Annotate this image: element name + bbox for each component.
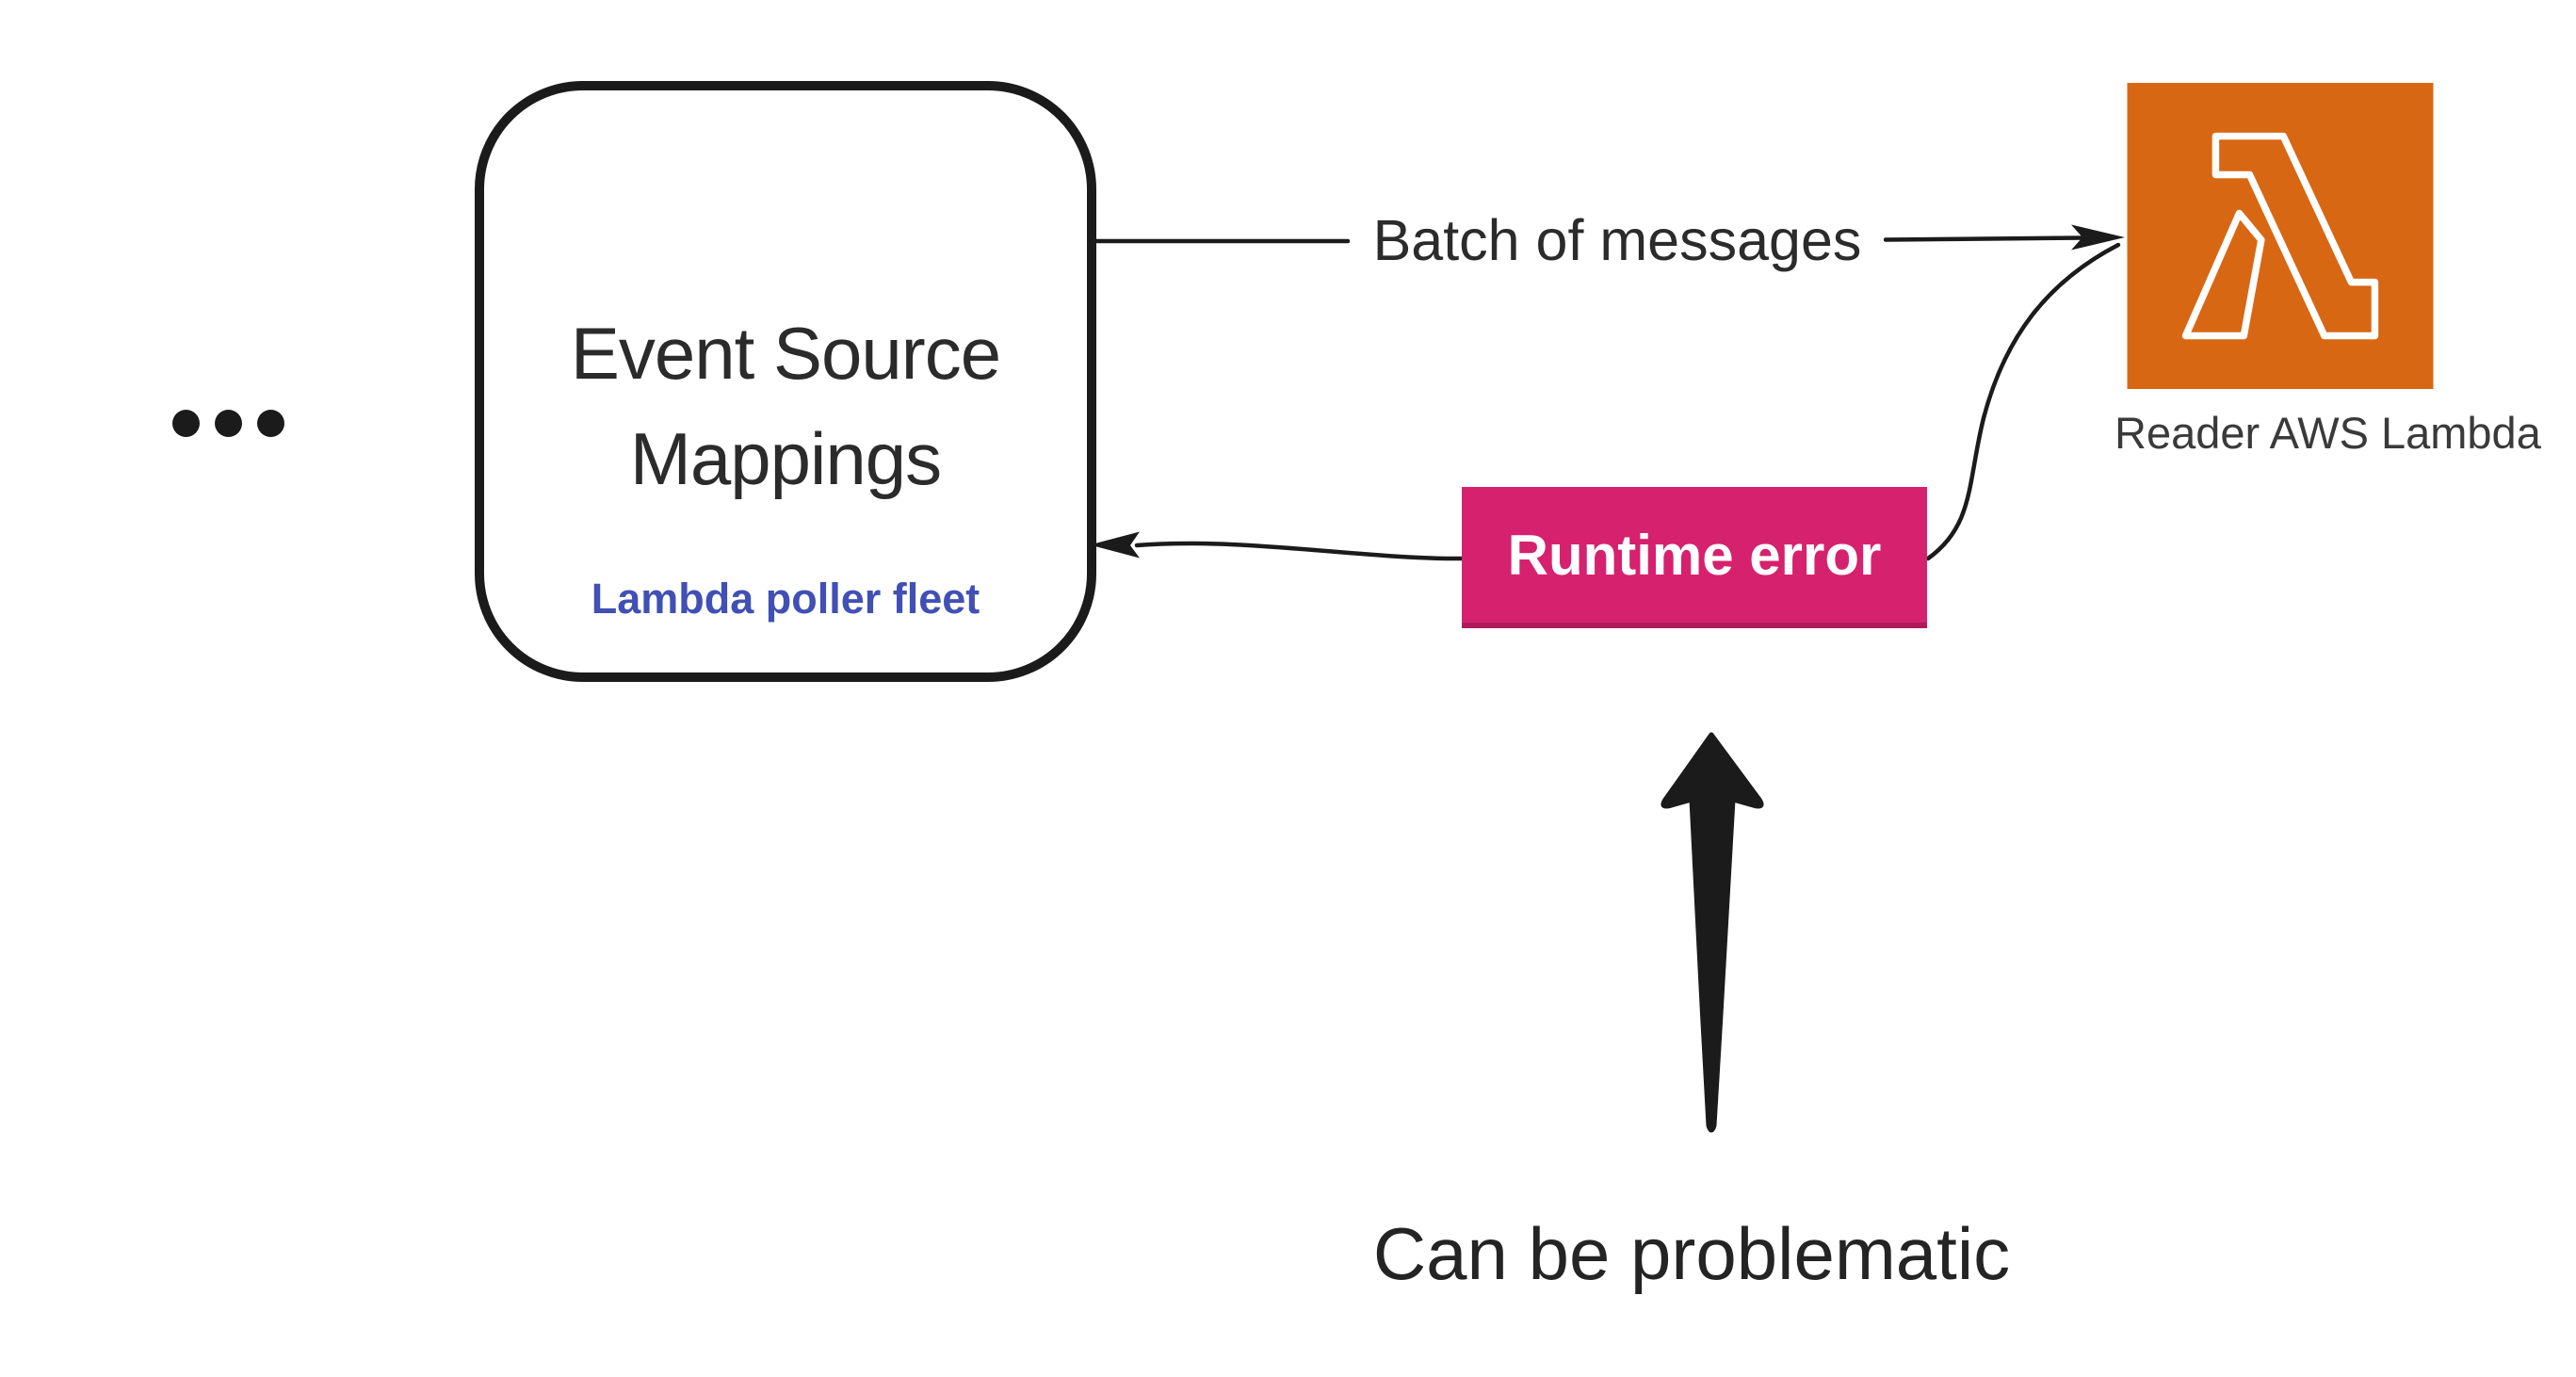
- aws-lambda-icon: [2126, 83, 2435, 389]
- ellipsis-dot: [257, 410, 284, 437]
- event-source-mappings-node: Event Source Mappings Lambda poller flee…: [475, 81, 1096, 682]
- batch-edge-label: Batch of messages: [1351, 211, 1884, 269]
- runtime-error-node: Runtime error: [1462, 487, 1927, 628]
- arrow-left-icon: [1090, 531, 1140, 559]
- up-arrow-icon: [1661, 732, 1764, 1133]
- return-edge-curve-right: [1925, 242, 2121, 561]
- lambda-glyph-leg: [2181, 209, 2265, 340]
- esm-title: Event Source Mappings: [570, 312, 1001, 500]
- ellipsis-dot: [215, 410, 242, 437]
- esm-subtitle: Lambda poller fleet: [591, 575, 980, 623]
- arrow-right-icon: [2071, 224, 2125, 251]
- ellipsis-dot: [172, 410, 200, 437]
- batch-edge-line-right: [1883, 235, 2086, 242]
- runtime-error-label: Runtime error: [1507, 523, 1882, 587]
- lambda-glyph: [2211, 132, 2379, 340]
- lambda-caption: Reader AWS Lambda: [2114, 408, 2541, 458]
- annotation-text: Can be problematic: [1372, 1212, 2011, 1295]
- ellipsis-icon: [172, 410, 284, 437]
- return-edge-curve-left: [1134, 541, 1465, 561]
